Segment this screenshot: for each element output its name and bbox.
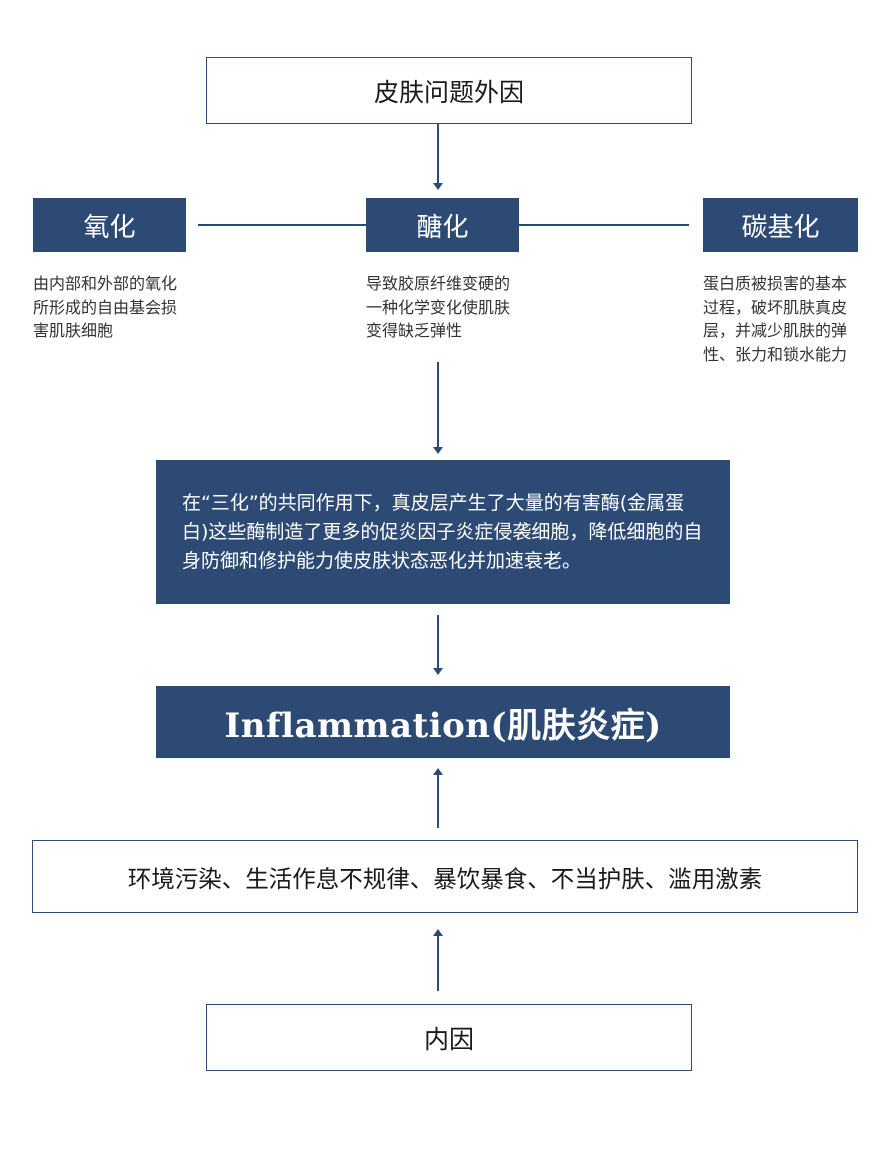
category-carbonylation-description: 蛋白质被损害的基本过程，破坏肌肤真皮层，并减少肌肤的弹性、张力和锁水能力 [703, 274, 848, 364]
inflammation-box: Inflammation(肌肤炎症) [156, 686, 730, 758]
category-glycation-box: 醣化 [366, 198, 519, 252]
combined-effect-text: 在“三化”的共同作用下，真皮层产生了大量的有害酶(金属蛋白)这些酶制造了更多的促… [182, 491, 703, 572]
inflammation-label: Inflammation(肌肤炎症) [224, 705, 662, 746]
combined-effect-box: 在“三化”的共同作用下，真皮层产生了大量的有害酶(金属蛋白)这些酶制造了更多的促… [156, 460, 730, 604]
internal-causes-label: 内因 [423, 1024, 474, 1054]
category-oxidation-label: 氧化 [83, 212, 136, 243]
arrow-down-3 [432, 615, 444, 675]
lifestyle-factors-label: 环境污染、生活作息不规律、暴饮暴食、不当护肤、滥用激素 [127, 864, 763, 893]
connector-line-right [519, 224, 689, 226]
category-glycation-label: 醣化 [416, 212, 469, 243]
lifestyle-factors-box: 环境污染、生活作息不规律、暴饮暴食、不当护肤、滥用激素 [32, 840, 858, 913]
arrow-up-2 [432, 929, 444, 991]
category-carbonylation-label: 碳基化 [741, 212, 820, 243]
arrow-down-1 [432, 124, 444, 190]
external-causes-label: 皮肤问题外因 [373, 77, 524, 107]
arrow-up-1 [432, 768, 444, 828]
category-carbonylation-box: 碳基化 [703, 198, 858, 252]
internal-causes-box: 内因 [206, 1004, 692, 1071]
category-glycation-description: 导致胶原纤维变硬的一种化学变化使肌肤变得缺乏弹性 [366, 274, 511, 340]
external-causes-box: 皮肤问题外因 [206, 57, 692, 124]
category-oxidation-box: 氧化 [33, 198, 186, 252]
arrow-down-2 [432, 362, 444, 454]
connector-line-left [198, 224, 366, 226]
category-oxidation-description: 由内部和外部的氧化所形成的自由基会损害肌肤细胞 [33, 274, 178, 340]
